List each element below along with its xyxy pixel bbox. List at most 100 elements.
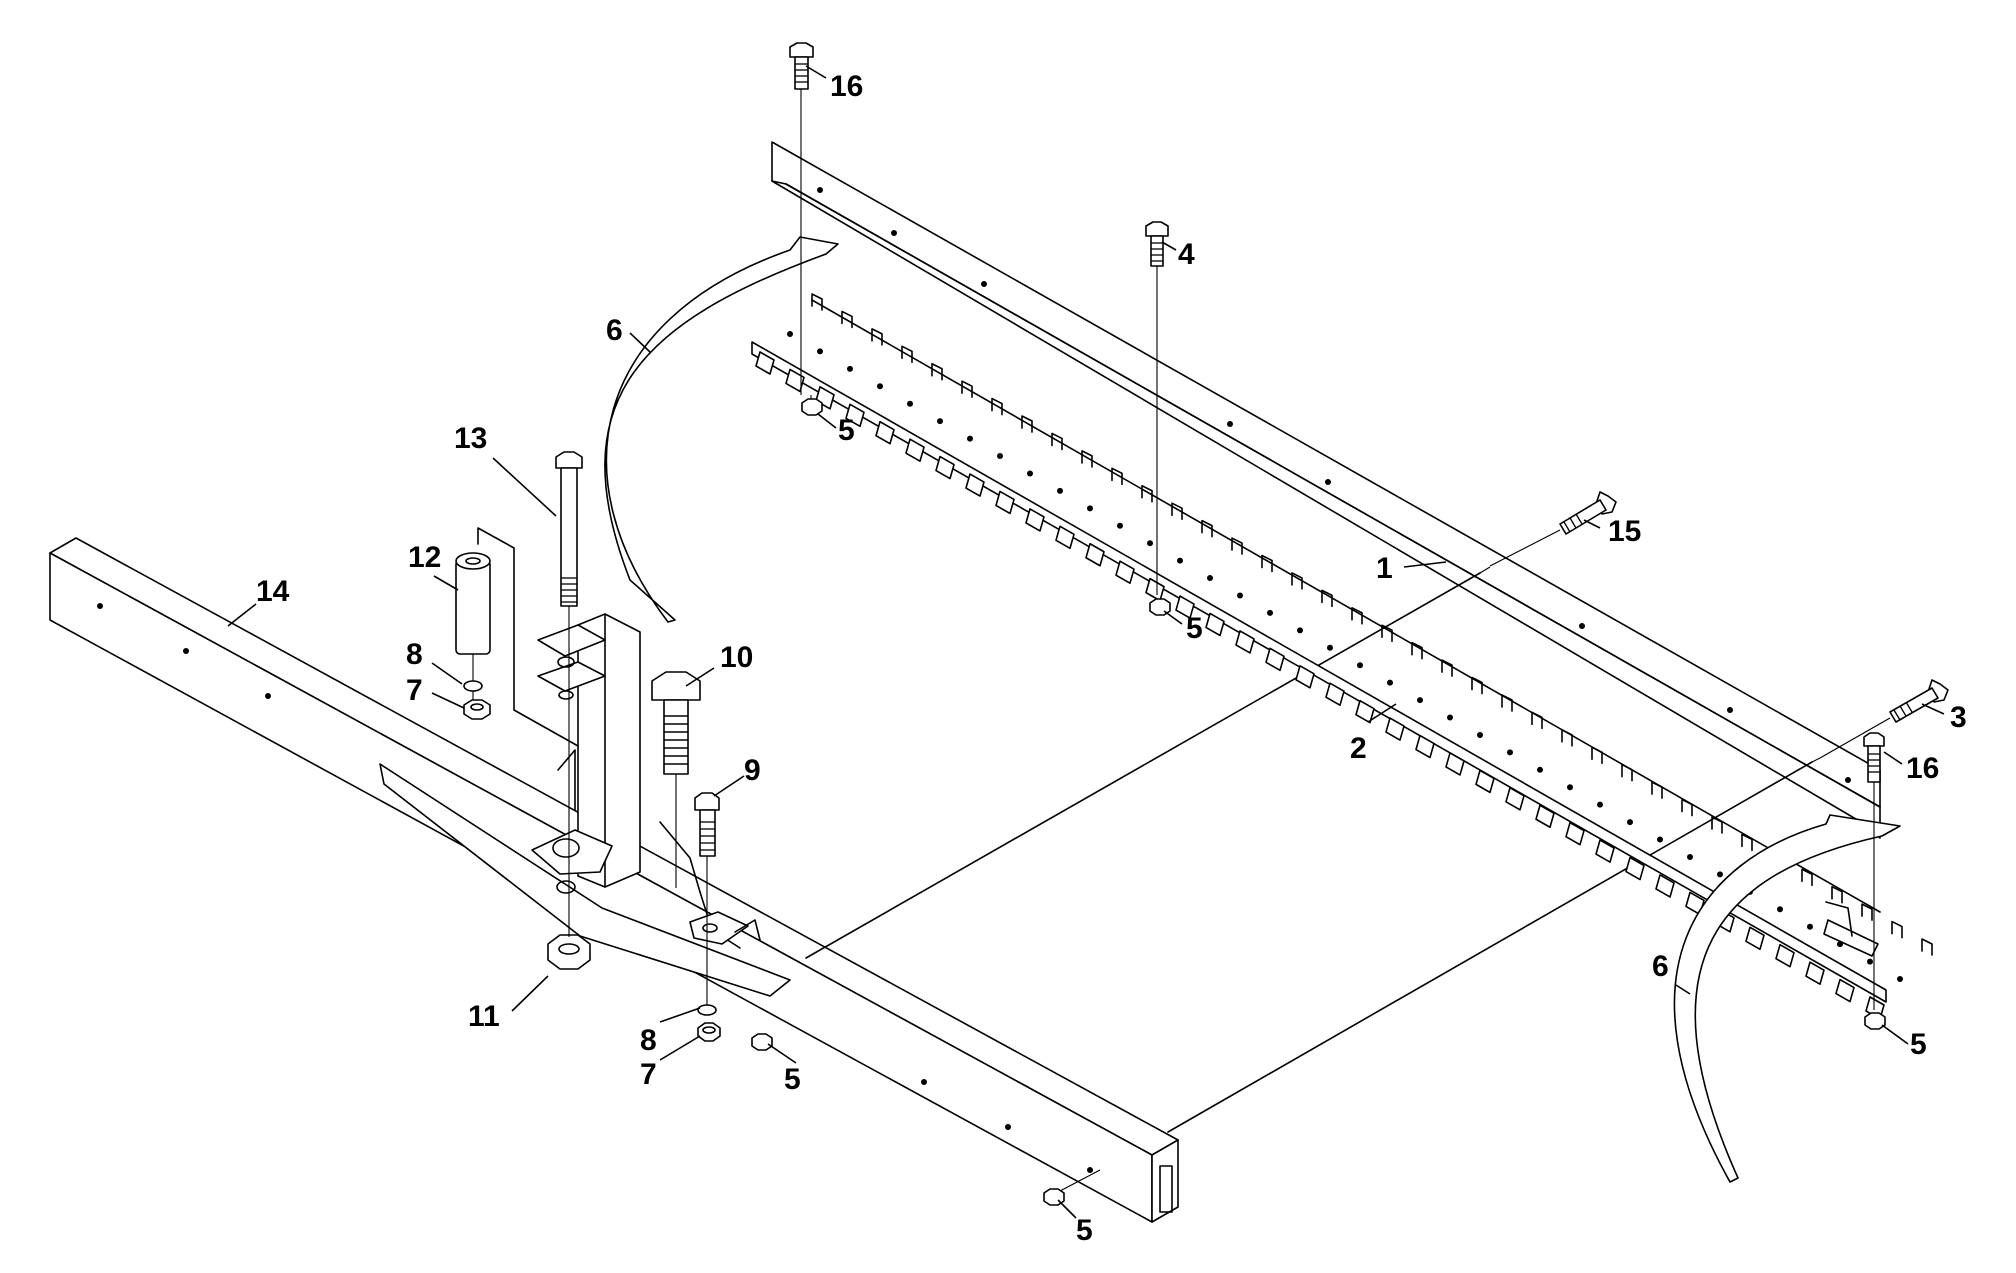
bolt-part-3 (1819, 679, 1949, 759)
knife-bar-hole (1867, 958, 1873, 965)
nut-part-5-a (801, 395, 823, 416)
knife-tooth-upper (1141, 484, 1153, 503)
knife-tooth (1625, 856, 1645, 881)
nut-part-11 (547, 930, 591, 970)
knife-bar-hole (1597, 801, 1603, 808)
knife-tooth (995, 490, 1015, 515)
callout-1: 1 (1376, 552, 1393, 585)
knife-tooth (1565, 821, 1585, 846)
knife-tooth (1595, 839, 1615, 863)
knife-bar-hole (1147, 540, 1153, 547)
knife-tooth-upper (1291, 572, 1303, 590)
knife-bar-hole (817, 348, 823, 355)
bolt-part-9 (694, 792, 720, 1010)
knife-tooth-upper (1921, 938, 1933, 956)
knife-tooth (875, 420, 895, 445)
knife-tooth (1025, 508, 1045, 532)
knife-tooth (905, 438, 925, 462)
knife-bar-hole (1207, 575, 1213, 582)
knife-tooth (1415, 734, 1435, 759)
callout-5-right: 5 (1910, 1028, 1927, 1061)
knife-tooth (1835, 978, 1855, 1003)
knife-tooth-upper (1681, 798, 1693, 817)
knife-tooth-upper (1441, 659, 1453, 677)
knife-tooth-upper (991, 397, 1003, 416)
knife-bar-part-2 (751, 293, 1933, 1020)
knife-bar-hole (1357, 662, 1363, 669)
knife-bar-hole (1807, 923, 1813, 930)
knife-tooth (755, 351, 775, 375)
knife-tooth-upper (1801, 868, 1813, 887)
knife-bar-hole (937, 418, 943, 425)
callout-13: 13 (454, 422, 487, 455)
callout-16-top: 16 (830, 70, 863, 103)
knife-tooth-upper (871, 328, 883, 346)
knife-tooth-upper (1471, 676, 1483, 695)
knife-tooth (1445, 752, 1465, 776)
knife-tooth-upper (1531, 711, 1543, 730)
bolt-part-4 (1145, 221, 1169, 595)
callout-5-bottom: 5 (1076, 1214, 1093, 1247)
knife-tooth-upper (1351, 606, 1363, 625)
knife-bar-hole (1027, 470, 1033, 477)
callout-14: 14 (256, 575, 290, 608)
knife-bar-hole (787, 331, 793, 337)
knife-bar-hole (1237, 592, 1243, 599)
knife-tooth-upper (1111, 467, 1123, 486)
callout-5-middle: 5 (1186, 612, 1203, 645)
callout-5-top: 5 (838, 414, 855, 447)
knife-teeth (755, 293, 1933, 1020)
knife-tooth-upper (1591, 746, 1603, 765)
knife-tooth-upper (931, 362, 943, 381)
knife-tooth-upper (1021, 415, 1033, 433)
callout-6-left: 6 (606, 314, 623, 347)
knife-bar-hole (1417, 697, 1423, 704)
callout-9: 9 (744, 754, 761, 787)
callout-7-upper: 7 (406, 674, 423, 707)
knife-tooth (1235, 630, 1255, 654)
knife-bar-hole (1657, 836, 1663, 843)
knife-bar-hole (1177, 557, 1183, 564)
leader-lines (227, 65, 1945, 1219)
knife-bar-hole (1687, 853, 1693, 860)
knife-tooth (1505, 787, 1525, 811)
bolt-part-15 (1489, 491, 1617, 567)
nut-part-7-upper (463, 699, 491, 720)
knife-tooth (785, 368, 805, 393)
callout-6-right: 6 (1652, 950, 1669, 983)
callout-10: 10 (720, 641, 753, 674)
upright-bracket (531, 613, 641, 894)
knife-tooth (965, 473, 985, 497)
knife-tooth (1265, 647, 1285, 672)
knife-tooth (1085, 542, 1105, 567)
knife-bar-hole (1297, 627, 1303, 634)
spring-tine-part-6-right (1673, 814, 1901, 1183)
knife-bar-hole (1087, 505, 1093, 512)
knife-tooth-upper (1261, 554, 1273, 573)
knife-bar-hole (1567, 784, 1573, 791)
knife-tooth (1175, 595, 1195, 619)
callout-7-lower: 7 (640, 1058, 657, 1091)
knife-bar-hole (1507, 749, 1513, 756)
knife-bar-hole (1897, 976, 1903, 982)
knife-tooth (1805, 961, 1825, 985)
bolt-part-13 (555, 451, 583, 930)
callout-3: 3 (1950, 701, 1967, 734)
knife-tooth-upper (1741, 833, 1753, 852)
knife-bar-hole (1477, 731, 1483, 738)
knife-tooth (1325, 682, 1345, 707)
knife-bar-hole (997, 453, 1003, 460)
bolt-part-16-right (1863, 732, 1885, 1010)
callout-8-lower: 8 (640, 1024, 657, 1057)
knife-tooth (1355, 699, 1375, 724)
knife-tooth-upper (1411, 641, 1423, 660)
knife-tooth-upper (1891, 920, 1903, 939)
nut-part-7-lower (697, 1022, 721, 1042)
knife-tooth (935, 455, 955, 480)
connector-lines (805, 566, 1821, 1133)
knife-bar-hole (1117, 522, 1123, 529)
knife-tooth (1475, 769, 1495, 794)
mounting-plate (379, 763, 791, 997)
knife-bar-hole (1447, 714, 1453, 721)
knife-bar-hole (1057, 487, 1063, 494)
